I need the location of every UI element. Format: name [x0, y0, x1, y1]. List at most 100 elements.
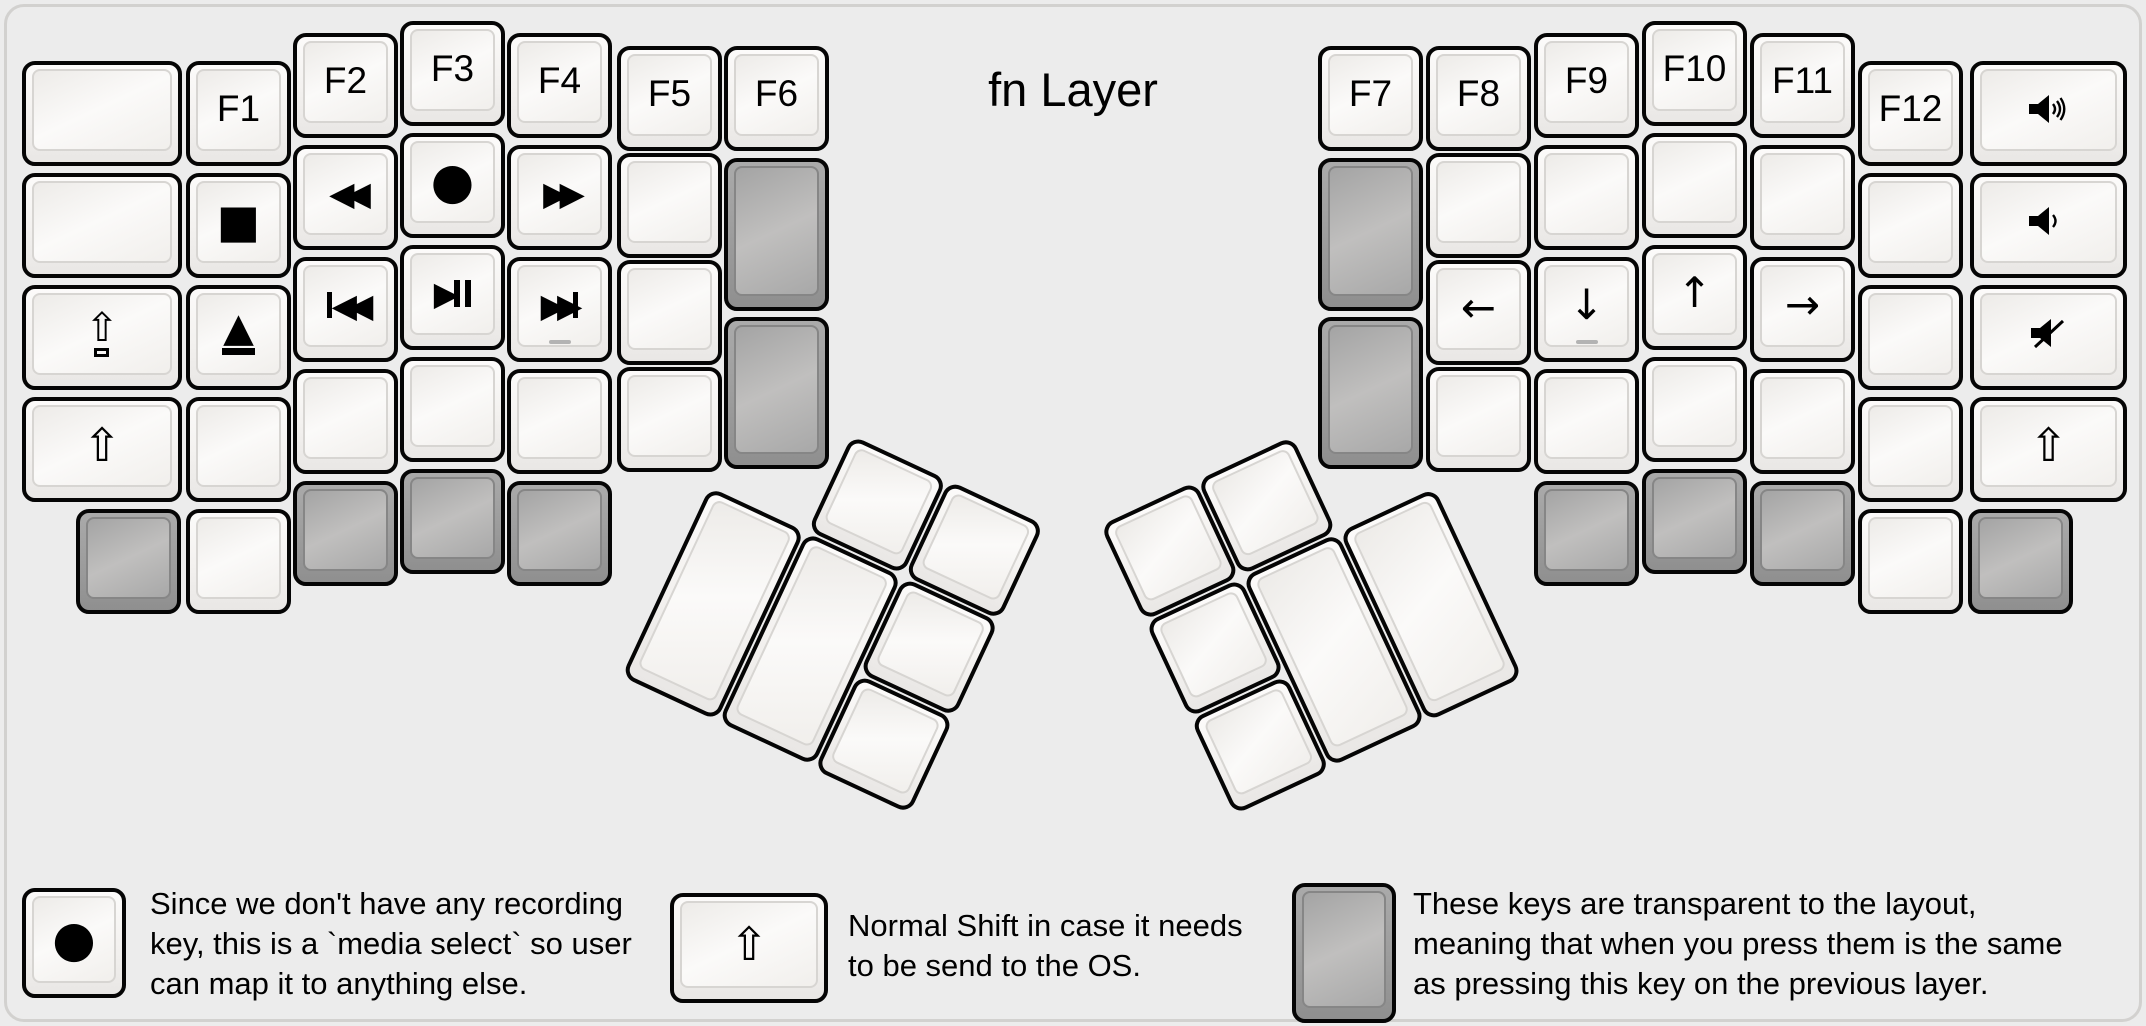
shift-icon: ⇧: [2029, 418, 2068, 472]
key-blank: [1642, 357, 1747, 462]
key-blank: [293, 369, 398, 474]
key-mute: [1970, 285, 2127, 390]
key-volume-up: [1970, 61, 2127, 166]
layer-title: fn Layer: [988, 63, 1158, 116]
keytop: [410, 365, 495, 447]
homing-marker: [548, 340, 571, 344]
keytop: [410, 253, 495, 335]
keytop: [1302, 891, 1386, 1008]
keytop: [303, 489, 388, 571]
keytop: [410, 141, 495, 223]
keytop: [1652, 141, 1737, 223]
keytop: [1436, 268, 1521, 350]
key-rewind: ◀◀: [293, 145, 398, 250]
keytop: [1760, 265, 1845, 347]
keytop: [1544, 41, 1629, 123]
key-fast-forward: ▶▶: [507, 145, 612, 250]
key-caps-lock: ⇧: [22, 285, 182, 390]
key-transparent: [76, 509, 181, 614]
keytop: [517, 41, 602, 123]
keytop: [1436, 161, 1521, 243]
arrow-down-icon: ↓: [1568, 280, 1605, 329]
key-label: F1: [216, 88, 261, 129]
key-blank: [1642, 133, 1747, 238]
keytop: [410, 29, 495, 111]
legend-line: can map it to anything else.: [150, 966, 528, 1001]
key-blank: [400, 357, 505, 462]
keytop: [734, 325, 819, 454]
key-blank: [1858, 173, 1963, 278]
keytop: [32, 181, 172, 263]
record-icon: ●: [430, 152, 475, 210]
keytop: [1652, 29, 1737, 111]
play-pause-icon: ▶: [434, 277, 472, 310]
legend-text-transparent: These keys are transparent to the layout…: [1413, 884, 2063, 1004]
homing-marker: [1575, 340, 1598, 344]
keytop: [1760, 153, 1845, 235]
keytop: [1544, 265, 1629, 347]
key-f10: F10: [1642, 21, 1747, 126]
keytop: [517, 265, 602, 347]
key-f5: F5: [617, 46, 722, 151]
keytop: [1760, 489, 1845, 571]
keytop: [196, 293, 281, 375]
key-transparent: [724, 317, 829, 469]
key-play-pause: ▶: [400, 245, 505, 350]
key-f11: F11: [1750, 33, 1855, 138]
key-label: F2: [323, 60, 368, 101]
keytop: [680, 901, 818, 988]
record-icon: ●: [52, 909, 96, 968]
legend-line: as pressing this key on the previous lay…: [1413, 966, 1989, 1001]
fast-forward-icon: ▶▶: [543, 173, 585, 213]
stop-icon: ■: [216, 194, 261, 248]
keytop: [627, 375, 712, 457]
key-blank: [1750, 145, 1855, 250]
keytop: [303, 265, 388, 347]
shift-icon: ⇧: [82, 418, 122, 472]
key-blank: [1858, 397, 1963, 502]
keytop: [627, 161, 712, 243]
keytop: [86, 517, 171, 599]
eject-icon: ▲: [222, 308, 255, 355]
key-label: F11: [1771, 60, 1833, 101]
key-blank: [186, 509, 291, 614]
keytop: [1328, 166, 1413, 296]
keytop: [627, 54, 712, 136]
legend-key-record: ●: [22, 888, 126, 998]
legend-key-transparent: [1292, 883, 1396, 1023]
keytop: [1436, 54, 1521, 136]
key-blank: [617, 367, 722, 472]
volume-down-icon: [2028, 207, 2057, 235]
key-transparent: [1534, 481, 1639, 586]
keytop: [1978, 517, 2063, 599]
legend-text-shift: Normal Shift in case it needs to be send…: [848, 906, 1243, 986]
legend-text-record: Since we don't have any recording key, t…: [150, 884, 632, 1004]
key-transparent: [293, 481, 398, 586]
key-label: F6: [754, 73, 799, 114]
key-transparent: [1968, 509, 2073, 614]
legend-line: meaning that when you press them is the …: [1413, 926, 2063, 961]
key-blank: [617, 260, 722, 365]
caps-lock-icon: ⇧: [85, 308, 119, 357]
keytop: [1760, 41, 1845, 123]
keytop: [303, 41, 388, 123]
keytop: [1436, 375, 1521, 457]
arrow-up-icon: ↑: [1676, 268, 1713, 317]
legend-line: to be send to the OS.: [848, 948, 1141, 983]
shift-icon: ⇧: [729, 916, 769, 971]
keytop: [1868, 69, 1953, 151]
key-arrow-right: →: [1750, 257, 1855, 362]
keytop: [734, 54, 819, 136]
key-f6: F6: [724, 46, 829, 151]
key-eject: ▲: [186, 285, 291, 390]
key-volume-down: [1970, 173, 2127, 278]
key-blank: [22, 61, 182, 166]
keytop: [1868, 293, 1953, 375]
keytop: [196, 517, 281, 599]
keytop: [196, 69, 281, 151]
keytop: [303, 153, 388, 235]
keytop: [627, 268, 712, 350]
keytop: [303, 377, 388, 459]
key-transparent: [400, 469, 505, 574]
